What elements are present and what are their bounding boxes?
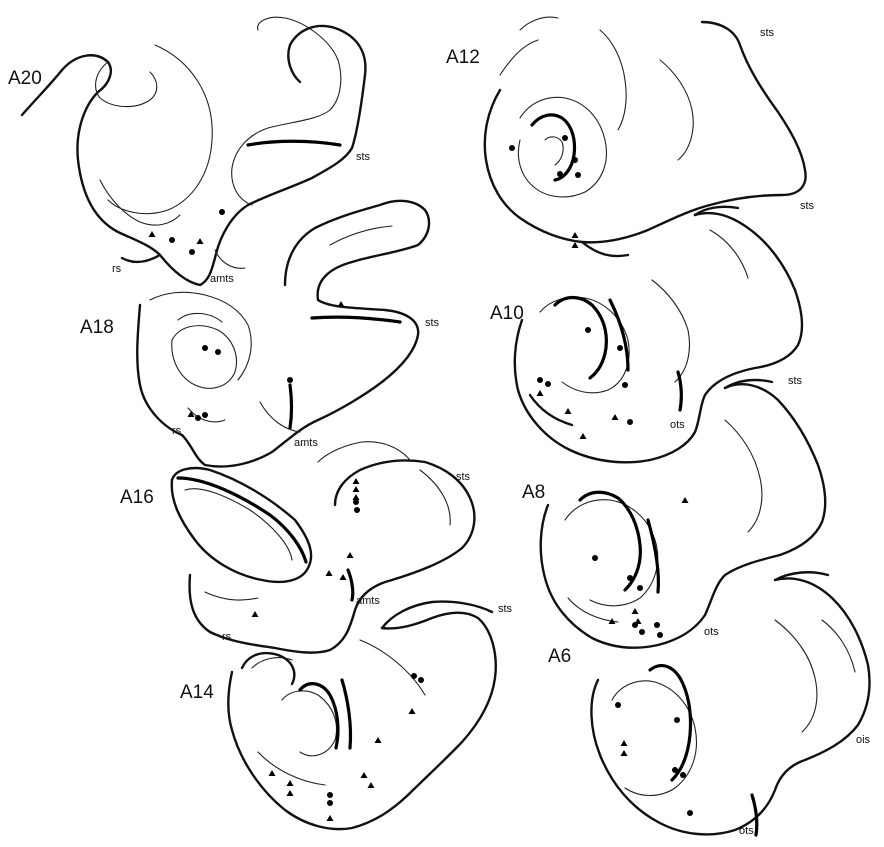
section-label-a12: A12 bbox=[446, 47, 480, 68]
section-a10 bbox=[515, 207, 802, 462]
sulcus-label-ois: ois bbox=[856, 734, 871, 746]
sulcus-label-sts: sts bbox=[456, 471, 471, 483]
sulcus-label-rs: rs bbox=[112, 263, 122, 275]
section-label-a16: A16 bbox=[120, 487, 154, 508]
filled-circle-markers bbox=[169, 135, 693, 816]
sulcus-label-sts: sts bbox=[788, 375, 803, 387]
sulcus-label-ots: ots bbox=[704, 626, 719, 638]
sulcus-label-amts: amts bbox=[356, 595, 380, 607]
sulcus-label-sts: sts bbox=[498, 603, 513, 615]
section-label-a10: A10 bbox=[490, 303, 524, 324]
sulcus-label-sts: sts bbox=[800, 200, 815, 212]
sulcus-label-sts: sts bbox=[356, 151, 371, 163]
section-label-a20: A20 bbox=[8, 68, 42, 89]
sulcus-label-rs: rs bbox=[172, 425, 182, 437]
section-label-a6: A6 bbox=[548, 646, 571, 667]
section-a16 bbox=[172, 442, 475, 653]
sulcus-label-ots: ots bbox=[739, 825, 754, 837]
sulcus-label-sts: sts bbox=[760, 27, 775, 39]
filled-triangle-markers bbox=[149, 231, 689, 821]
section-label-a18: A18 bbox=[80, 317, 114, 338]
section-label-a8: A8 bbox=[522, 482, 545, 503]
section-label-a14: A14 bbox=[180, 682, 214, 703]
sulcus-labels: sts rs amts sts rs amts sts amts rs sts … bbox=[112, 27, 871, 837]
sulcus-label-rs: rs bbox=[222, 631, 232, 643]
sulcus-label-amts: amts bbox=[294, 437, 318, 449]
sulcus-label-amts: amts bbox=[210, 273, 234, 285]
section-a12 bbox=[485, 17, 806, 256]
section-a14 bbox=[228, 602, 496, 830]
section-a20 bbox=[22, 17, 365, 285]
section-labels: A20 A18 A16 A14 A12 A10 A8 A6 bbox=[8, 47, 571, 703]
sulcus-label-ots: ots bbox=[670, 419, 685, 431]
sulcus-label-sts: sts bbox=[425, 317, 440, 329]
